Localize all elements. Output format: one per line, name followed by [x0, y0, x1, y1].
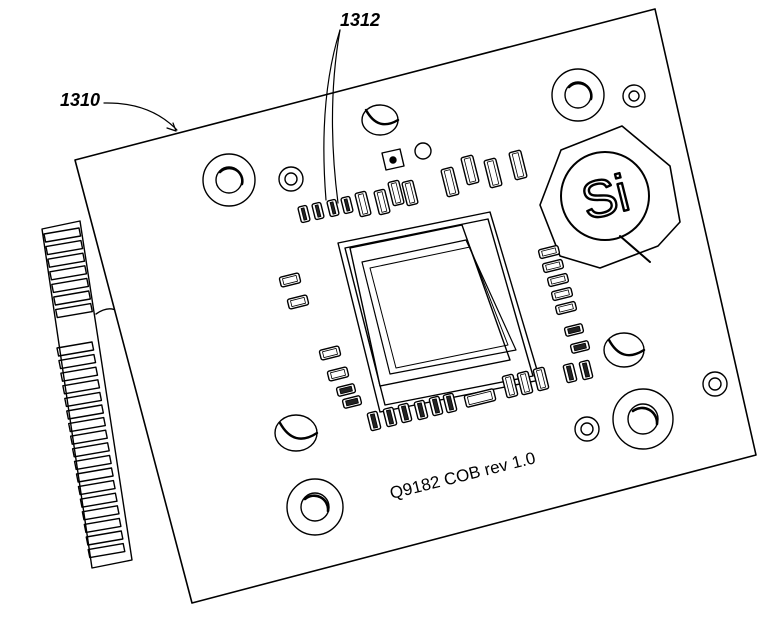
smd-component [501, 373, 519, 399]
mounting-holes [202, 68, 674, 536]
smd-component [387, 179, 405, 207]
mounting-hole-bottom-right [612, 388, 674, 450]
connector-finger [79, 492, 118, 508]
smd-component [286, 294, 310, 310]
smd-component [578, 359, 594, 381]
smd-component [554, 300, 578, 316]
smd-component [562, 362, 578, 384]
smd-component [532, 366, 550, 392]
connector-finger [66, 404, 105, 420]
smd-component [401, 179, 419, 207]
mounting-hole-top-right [551, 68, 605, 122]
smd-component [550, 286, 574, 302]
smd-component [311, 201, 325, 221]
connector-finger [53, 290, 92, 306]
connector-finger [45, 239, 84, 256]
smd-component [341, 395, 363, 409]
smd-component [460, 154, 480, 186]
connector-finger [64, 391, 103, 408]
connector-finger [87, 542, 126, 559]
smd-component [442, 392, 458, 414]
connector-finger [83, 517, 122, 534]
smd-component [354, 190, 372, 218]
smd-components [278, 149, 594, 432]
smd-component [373, 188, 391, 216]
chip-on-board [337, 211, 541, 413]
smd-component [413, 399, 429, 421]
smd-component [440, 166, 460, 198]
connector-finger [56, 341, 95, 357]
leader-1310 [103, 102, 178, 131]
mounting-hole-bottom-left [286, 478, 344, 536]
smd-component [382, 406, 398, 428]
connector-fingers [43, 227, 126, 559]
leader-1312-a [323, 29, 341, 201]
leader-1312-b [331, 29, 341, 204]
test-pad [381, 148, 405, 171]
mounting-hole-top-left [202, 153, 256, 207]
small-vias [278, 84, 728, 442]
connector-finger [73, 454, 112, 471]
smd-component [516, 370, 534, 396]
connector-finger [69, 429, 108, 445]
smd-component [397, 402, 413, 424]
smd-component [335, 383, 357, 397]
smd-component [366, 410, 382, 432]
connector-finger [68, 416, 106, 433]
smd-component [326, 198, 340, 218]
smd-component [278, 272, 302, 288]
connector-finger [62, 379, 101, 395]
smd-component [340, 195, 354, 215]
callout-label-1310: 1310 [60, 90, 101, 110]
connector-finger [55, 302, 93, 319]
connector-finger [77, 479, 116, 496]
connector-finger [75, 467, 114, 483]
smd-component [546, 272, 570, 288]
smd-component [297, 204, 311, 224]
smd-component [463, 388, 497, 408]
si-logo: Si [539, 125, 681, 269]
smd-component [428, 395, 444, 417]
connector-finger [58, 353, 97, 370]
callout-label-1312: 1312 [340, 10, 381, 30]
connector-finger [81, 505, 120, 521]
smd-component [569, 340, 591, 354]
connector-finger [60, 366, 99, 382]
smd-component [326, 366, 350, 382]
edge-connector [41, 220, 133, 569]
smd-component [318, 345, 342, 361]
standoff-bosses [274, 104, 646, 452]
callout-leaders [103, 29, 341, 204]
connector-finger [51, 277, 90, 294]
smd-component [563, 323, 585, 337]
smd-component [541, 258, 565, 274]
connector-finger [85, 530, 124, 546]
connector-finger [47, 252, 86, 268]
smd-component [508, 149, 528, 181]
connector-finger [71, 442, 110, 458]
connector-finger [43, 227, 82, 243]
smd-component [537, 244, 561, 260]
smd-component [483, 157, 503, 189]
connector-finger [49, 265, 88, 281]
